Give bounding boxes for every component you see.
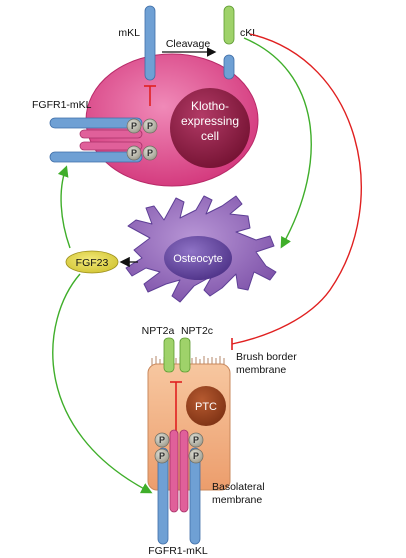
phospho-group-bottom: P P P P	[154, 432, 204, 464]
mkl-label: mKL	[118, 27, 140, 39]
phospho-label: P	[131, 148, 137, 158]
klotho-cell-label-line1: Klotho-	[191, 99, 229, 113]
ckl-inhibits-npt2-line	[231, 33, 362, 345]
npt2a-transporter	[163, 337, 175, 373]
phospho-label: P	[159, 435, 165, 445]
fgfr1-mkl-top-label: FGFR1-mKL	[32, 99, 92, 111]
cleavage-label: Cleavage	[166, 38, 211, 50]
phospho-label: P	[147, 148, 153, 158]
klotho-cell-label-line3: cell	[201, 129, 219, 143]
fgfr1-mkl-complex-bottom	[157, 429, 201, 545]
mkl-receptor	[144, 5, 156, 81]
brush-border-label-line1: Brush border	[236, 351, 297, 363]
ckl-to-osteocyte-arrow	[243, 37, 312, 249]
fgf23-to-fgfr1-top-arrow	[57, 165, 71, 249]
ckl-fragment	[223, 5, 235, 80]
basolateral-label-line1: Basolateral	[212, 481, 265, 493]
phospho-label: P	[131, 121, 137, 131]
npt2c-transporter	[179, 337, 191, 373]
phospho-label: P	[193, 451, 199, 461]
npt2c-label: NPT2c	[181, 325, 213, 337]
osteocyte-nucleus	[164, 236, 232, 280]
brush-border-label-line2: membrane	[236, 364, 286, 376]
ptc-label: PTC	[195, 401, 217, 413]
phospho-group-top: P P P P	[126, 118, 158, 161]
phospho-label: P	[159, 451, 165, 461]
fgf23-to-fgfr1-bottom-arrow	[52, 273, 153, 494]
ptc-nucleus	[186, 386, 226, 426]
klotho-cell-label-line2: expressing	[181, 114, 239, 128]
fgfr1-mkl-bottom-label: FGFR1-mKL	[148, 545, 208, 557]
phospho-label: P	[193, 435, 199, 445]
basolateral-label-line2: membrane	[212, 494, 262, 506]
phospho-label: P	[147, 121, 153, 131]
npt2a-label: NPT2a	[142, 325, 175, 337]
osteocyte-label: Osteocyte	[173, 253, 223, 265]
fgf23-label: FGF23	[76, 257, 109, 269]
ckl-label: cKL	[240, 27, 258, 39]
fgfr1-mkl-complex-top	[49, 117, 143, 163]
klotho-cell-nucleus	[170, 88, 250, 168]
fgf23-molecule	[65, 250, 119, 274]
